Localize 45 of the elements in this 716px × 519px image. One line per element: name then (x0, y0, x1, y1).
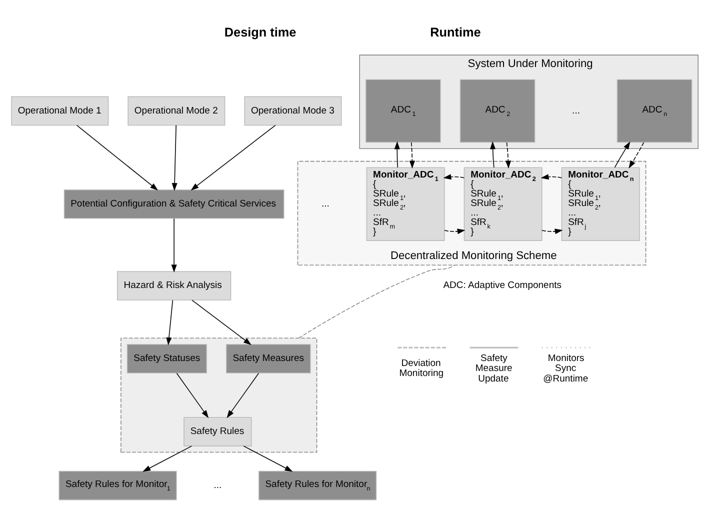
arrow (226, 372, 260, 418)
arrow (394, 140, 400, 168)
arrow (243, 445, 293, 472)
legend-label: Safety Measure Update (475, 352, 512, 384)
arrow (443, 174, 465, 180)
label: ... (214, 480, 222, 491)
label: ... (572, 104, 580, 116)
arrow (171, 218, 177, 272)
node-box: Operational Mode 1 (11, 96, 109, 126)
arrow (172, 124, 178, 190)
node-box: Operational Mode 3 (244, 96, 342, 126)
node-box: Safety Measures (226, 344, 311, 373)
arrow (505, 142, 511, 168)
node-box: Hazard & Risk Analysis (116, 270, 232, 300)
arrow (190, 124, 276, 190)
label: Runtime (430, 25, 481, 40)
legend-label: Deviation Monitoring (399, 357, 444, 379)
node-box: Monitor_ADC$_{2}$ { SRule$_{1}$, SRule$_{2}$, ... SfR$_{k}$ } (464, 166, 542, 240)
arrow (444, 228, 466, 234)
legend-label: Monitors Sync @Runtime (543, 352, 588, 384)
node-box: ADC$_{2}$ (460, 78, 536, 142)
arrow (614, 140, 630, 168)
label: Design time (224, 25, 296, 40)
node-box: Safety Rules for Monitor$_{n}$ (258, 470, 377, 500)
arrow (490, 140, 496, 168)
connector (298, 264, 456, 338)
arrow (76, 124, 158, 190)
node-box: Monitor_ADC$_{1}$ { SRule$_{1}$, SRule$_{2}$, ... SfR$_{m}$ } (366, 166, 445, 240)
arrow (628, 142, 644, 168)
arrow (542, 228, 563, 234)
label: ADC: Adaptive Components (443, 280, 562, 291)
arrow (176, 372, 209, 418)
label: ... (322, 198, 330, 210)
node-box: Safety Rules for Monitor$_{1}$ (58, 470, 177, 500)
arrow (192, 299, 252, 345)
node-box: Operational Mode 2 (128, 96, 226, 126)
node-box: Safety Statuses (126, 344, 207, 373)
node-box: Safety Rules (184, 416, 252, 446)
node-box: Potential Configuration & Safety Critical Services (64, 188, 284, 218)
node-box: ADC$_{n}$ (616, 78, 692, 142)
node-box: Monitor_ADC$_{n}$ { SRule$_{1}$, SRule$_{2}$, ... SfR$_{j}$ } (561, 166, 640, 240)
node-box: ADC$_{1}$ (366, 78, 441, 142)
arrow (540, 174, 562, 180)
arrow (166, 299, 174, 345)
arrow (409, 142, 415, 168)
